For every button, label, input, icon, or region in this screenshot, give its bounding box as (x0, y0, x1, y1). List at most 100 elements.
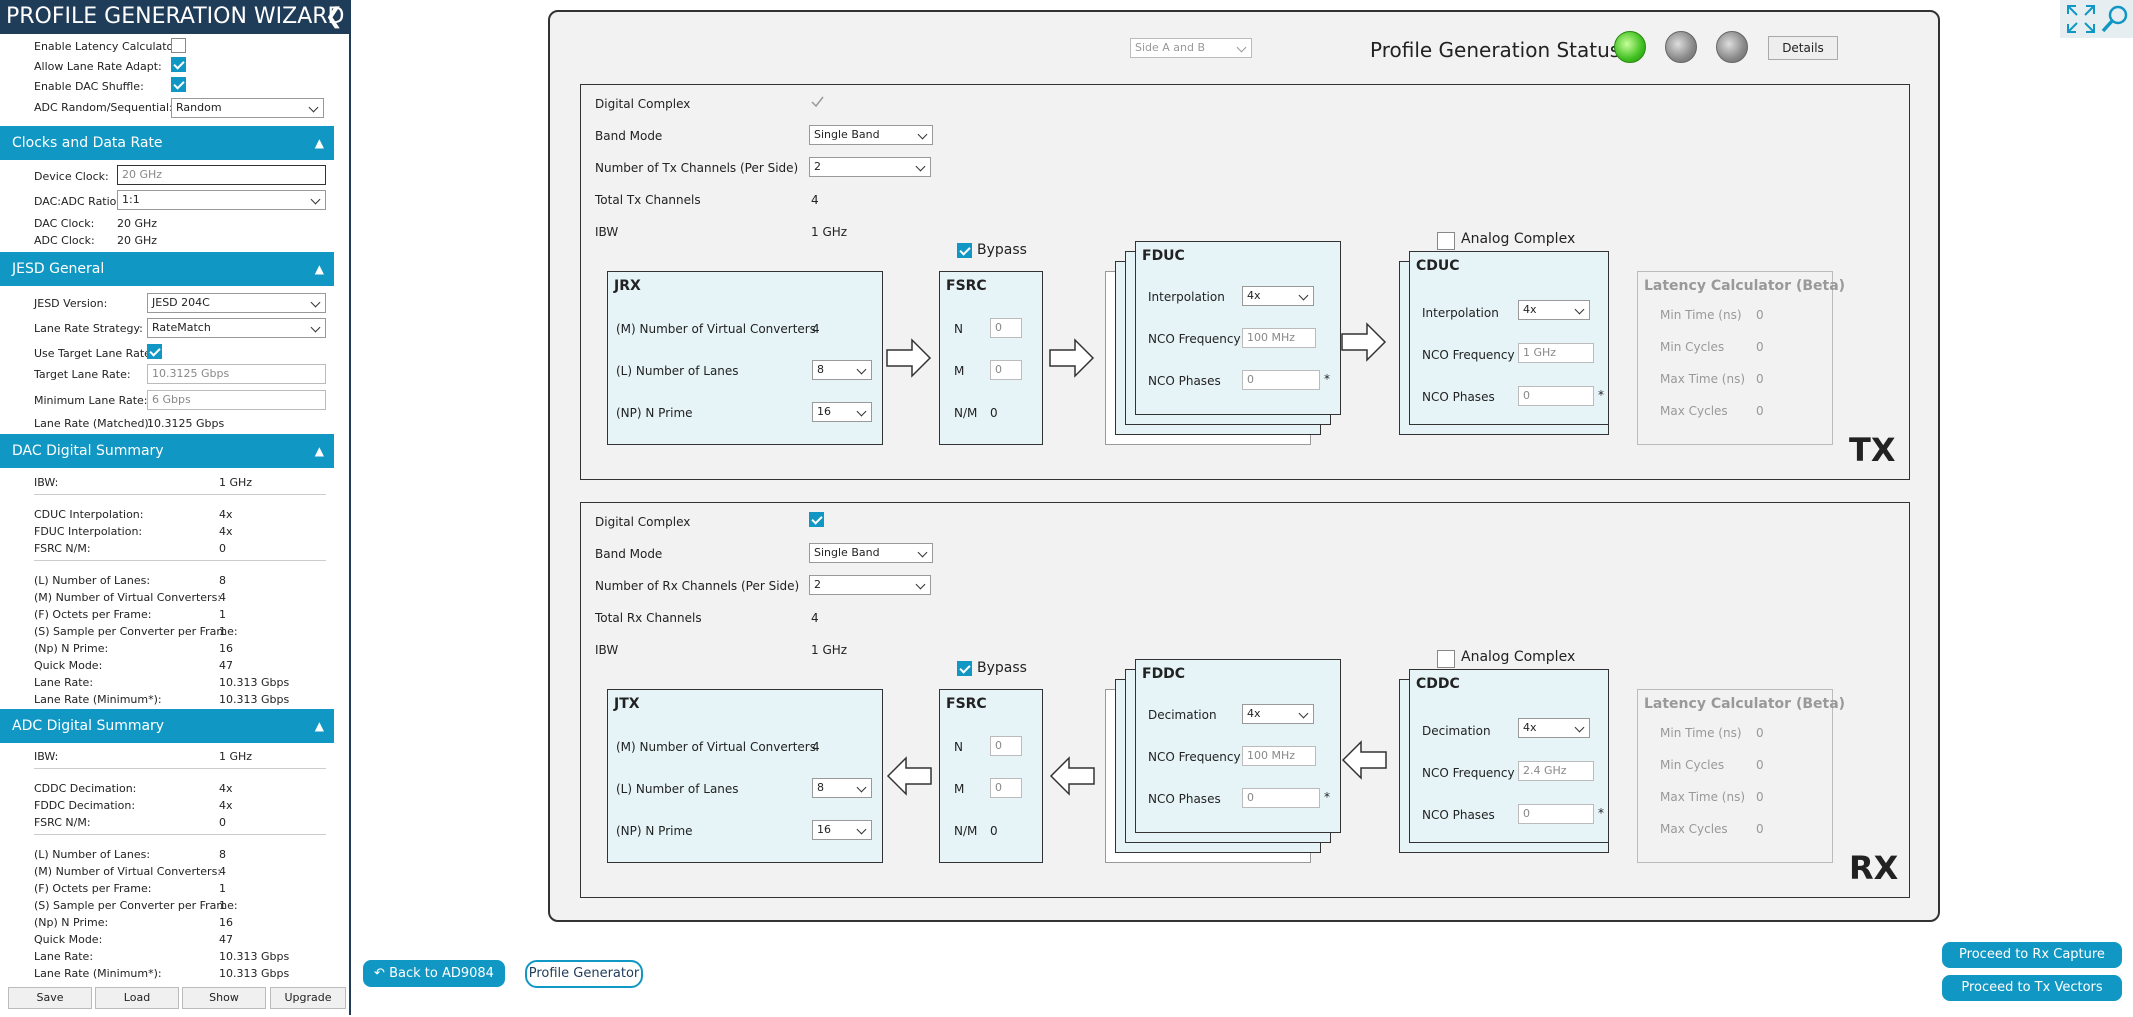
target-lane-input[interactable]: 10.3125 Gbps (147, 364, 326, 384)
proceed-tx-button[interactable]: Proceed to Tx Vectors (1942, 975, 2122, 1001)
ratio-select[interactable]: 1:1 (117, 190, 326, 210)
tx-latency-row-label: Min Cycles (1660, 340, 1725, 354)
summary-label: Lane Rate: (34, 950, 94, 963)
summary-value: 8 (219, 574, 226, 587)
chevron-down-icon (915, 161, 926, 172)
profile-generator-button[interactable]: Profile Generator (525, 960, 643, 988)
section-clocks[interactable]: Clocks and Data Rate▲ (0, 126, 334, 160)
tx-fine-rate-select[interactable]: 4x (1242, 286, 1314, 306)
section-jesd[interactable]: JESD General▲ (0, 252, 334, 286)
expand-icon[interactable] (2066, 4, 2096, 34)
upgrade-button[interactable]: Upgrade (270, 987, 346, 1009)
show-button[interactable]: Show (182, 987, 266, 1009)
rx-fsrc-n-input[interactable]: 0 (990, 736, 1022, 756)
min-lane-input[interactable]: 6 Gbps (147, 390, 326, 410)
adc-clock-label: ADC Clock: (34, 234, 95, 247)
sidebar-scroll-area[interactable]: Enable Latency Calculator: Allow Lane Ra… (0, 34, 349, 982)
rx-band-mode-select[interactable]: Single Band (809, 543, 933, 563)
device-clock-input[interactable]: 20 GHz (117, 165, 326, 185)
tx-num-channels-select-value: 2 (814, 160, 821, 173)
lane-strategy-select[interactable]: RateMatch (147, 318, 326, 338)
adc-random-select[interactable]: Random (171, 98, 324, 118)
rx-fsrc-m-input[interactable]: 0 (990, 778, 1022, 798)
tx-fsrc-n-input[interactable]: 0 (990, 318, 1022, 338)
tx-nprime-select[interactable]: 16 (812, 402, 872, 422)
summary-value: 1 (219, 625, 226, 638)
section-adc-summary[interactable]: ADC Digital Summary▲ (0, 709, 334, 743)
tx-fine-star: * (1324, 372, 1330, 386)
rx-num-channels-select[interactable]: 2 (809, 575, 931, 595)
tx-coarse-rate-select[interactable]: 4x (1518, 300, 1590, 320)
rx-fine-nco-phase-input[interactable]: 0 (1242, 788, 1320, 808)
use-target-checkbox[interactable] (147, 344, 162, 359)
lane-matched-value: 10.3125 Gbps (147, 417, 225, 430)
lane-adapt-checkbox[interactable] (171, 57, 186, 72)
rx-m-label: (M) Number of Virtual Converters (616, 740, 816, 754)
back-button[interactable]: ↶ Back to AD9084 (363, 960, 505, 987)
latency-calc-checkbox[interactable] (171, 38, 186, 53)
rx-latency-row-value: 0 (1756, 726, 1764, 740)
summary-label: (L) Number of Lanes: (34, 574, 151, 587)
summary-value: 1 GHz (219, 750, 253, 763)
tx-bypass-checkbox[interactable] (957, 243, 972, 258)
wizard-title: PROFILE GENERATION WIZARD ❮ (0, 0, 349, 34)
rx-num-channels-label: Number of Rx Channels (Per Side) (595, 579, 800, 593)
rx-coarse-nco-phase-input[interactable]: 0 (1518, 804, 1594, 824)
summary-value: 4 (219, 591, 226, 604)
zoom-icon[interactable] (2100, 4, 2130, 34)
tx-fine-rate-label: Interpolation (1148, 290, 1225, 304)
collapse-chevron-icon[interactable]: ❮ (324, 4, 343, 29)
tx-jesd-title: JRX (614, 278, 641, 294)
details-button[interactable]: Details (1768, 36, 1838, 60)
tx-fsrc-m-input[interactable]: 0 (990, 360, 1022, 380)
flow-arrow-icon (1049, 338, 1095, 378)
jesd-version-select[interactable]: JESD 204C (147, 293, 326, 313)
tx-band-mode-select[interactable]: Single Band (809, 125, 933, 145)
tx-digital-complex-checkbox[interactable] (809, 94, 824, 109)
rx-fine-nco-freq-input[interactable]: 100 MHz (1242, 746, 1316, 766)
tx-lanes-select[interactable]: 8 (812, 360, 872, 380)
rx-fsrc-nm-value: 0 (990, 824, 998, 838)
summary-label: Quick Mode: (34, 933, 103, 946)
tx-analog-complex-checkbox[interactable] (1437, 232, 1455, 250)
lane-strategy-value: RateMatch (152, 321, 211, 334)
rx-nprime-select[interactable]: 16 (812, 820, 872, 840)
rx-fine-rate-select[interactable]: 4x (1242, 704, 1314, 724)
profile-canvas: Side A and B Profile Generation Status D… (548, 10, 1940, 922)
rx-analog-complex-checkbox[interactable] (1437, 650, 1455, 668)
load-button[interactable]: Load (95, 987, 179, 1009)
side-select[interactable]: Side A and B (1130, 38, 1252, 58)
tx-coarse-nco-phase-input[interactable]: 0 (1518, 386, 1594, 406)
check-icon (811, 96, 824, 108)
rx-coarse-rate-select[interactable]: 4x (1518, 718, 1590, 738)
chevron-down-icon (310, 297, 321, 308)
rx-lanes-select[interactable]: 8 (812, 778, 872, 798)
dac-shuffle-checkbox[interactable] (171, 77, 186, 92)
rx-digital-complex-checkbox[interactable] (809, 512, 824, 527)
min-lane-label: Minimum Lane Rate: (34, 394, 148, 407)
summary-value: 8 (219, 848, 226, 861)
rx-coarse-star: * (1598, 806, 1604, 820)
tx-coarse-nco-freq-input[interactable]: 1 GHz (1518, 343, 1594, 363)
proceed-rx-button[interactable]: Proceed to Rx Capture (1942, 942, 2122, 968)
rx-total-channels-label: Total Rx Channels (595, 611, 702, 625)
tx-latency-row-label: Max Time (ns) (1660, 372, 1746, 386)
section-adc-title: ADC Digital Summary (12, 718, 165, 734)
tx-fine-nco-phase-input[interactable]: 0 (1242, 370, 1320, 390)
chevron-down-icon (1574, 722, 1585, 733)
summary-value: 4 (219, 865, 226, 878)
summary-separator (34, 768, 326, 769)
tx-fine-nco-freq-input[interactable]: 100 MHz (1242, 328, 1316, 348)
rx-latency-row-label: Min Cycles (1660, 758, 1725, 772)
tx-num-channels-select[interactable]: 2 (809, 157, 931, 177)
save-button[interactable]: Save (8, 987, 92, 1009)
section-dac-summary[interactable]: DAC Digital Summary▲ (0, 434, 334, 468)
tx-np-label: (NP) N Prime (616, 406, 693, 420)
chevron-down-icon (1574, 304, 1585, 315)
rx-ibw-value: 1 GHz (811, 643, 848, 657)
rx-bypass-checkbox[interactable] (957, 661, 972, 676)
tx-coarse-rate-select-value: 4x (1523, 303, 1537, 316)
rx-coarse-nco-freq-input[interactable]: 2.4 GHz (1518, 761, 1594, 781)
section-clocks-title: Clocks and Data Rate (12, 135, 163, 151)
